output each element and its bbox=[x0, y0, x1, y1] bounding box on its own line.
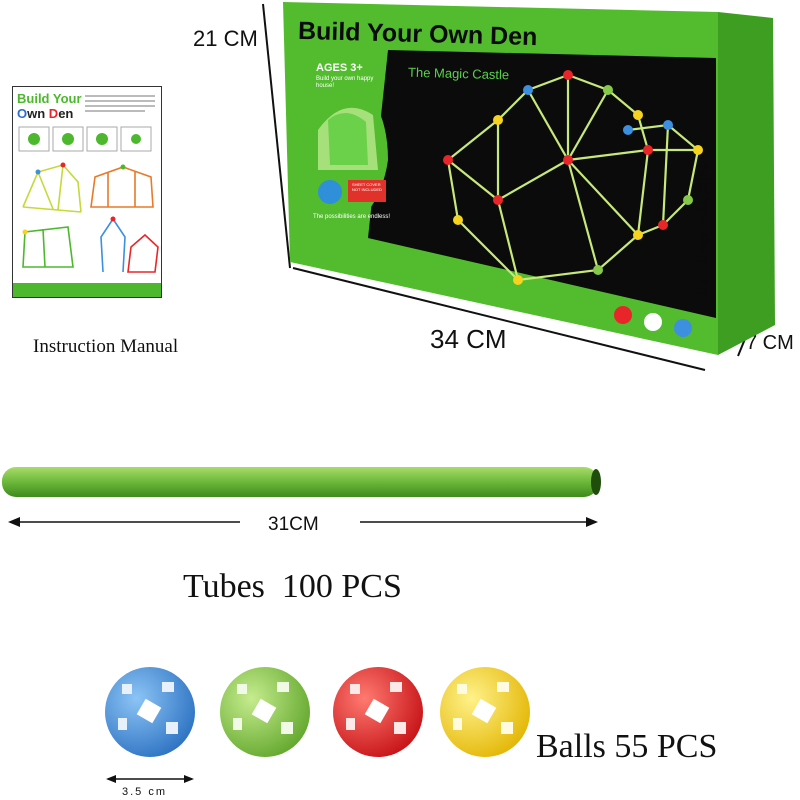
box-ages: AGES 3+ bbox=[316, 62, 363, 74]
manual-caption: Instruction Manual bbox=[33, 336, 179, 357]
box-width-label: 34 CM bbox=[430, 324, 507, 354]
box-side-title: Build Your Own Den bbox=[697, 160, 713, 295]
ball-red bbox=[333, 667, 423, 757]
ball-green bbox=[220, 667, 310, 757]
box-height-label: 21 CM bbox=[193, 26, 258, 51]
box-tab-text: The possibilities are endless! bbox=[313, 214, 391, 220]
tube-caption: Tubes 100 PCS bbox=[183, 568, 402, 605]
balls-caption: Balls 55 PCS bbox=[536, 728, 718, 765]
product-box-art bbox=[283, 2, 775, 355]
box-subtitle: The Magic Castle bbox=[407, 64, 510, 83]
tube-length-arrow bbox=[8, 517, 598, 527]
tube-length-label: 31CM bbox=[268, 514, 319, 535]
manual-title-line1: Build Your bbox=[17, 91, 82, 106]
box-depth-label: 7 CM bbox=[746, 332, 794, 354]
manual-title-line2: Own Den bbox=[17, 106, 74, 121]
tube-image bbox=[2, 467, 601, 497]
instruction-manual: Build Your Own Den bbox=[12, 86, 162, 298]
product-box: Build Your Own Den The Magic Castle AGES… bbox=[268, 0, 800, 370]
box-title: Build Your Own Den bbox=[297, 16, 538, 52]
box-badge: SHEET COVER NOT INCLUDED bbox=[352, 182, 382, 192]
ball-blue bbox=[105, 667, 195, 757]
ball-diameter-label: 3.5 cm bbox=[122, 786, 168, 798]
ball-yellow bbox=[440, 667, 530, 757]
balls-image bbox=[105, 667, 530, 757]
ball-diameter-arrow bbox=[106, 775, 194, 783]
box-tagline: Build your own happy house! bbox=[316, 76, 374, 89]
manual-illustrations bbox=[13, 95, 161, 297]
